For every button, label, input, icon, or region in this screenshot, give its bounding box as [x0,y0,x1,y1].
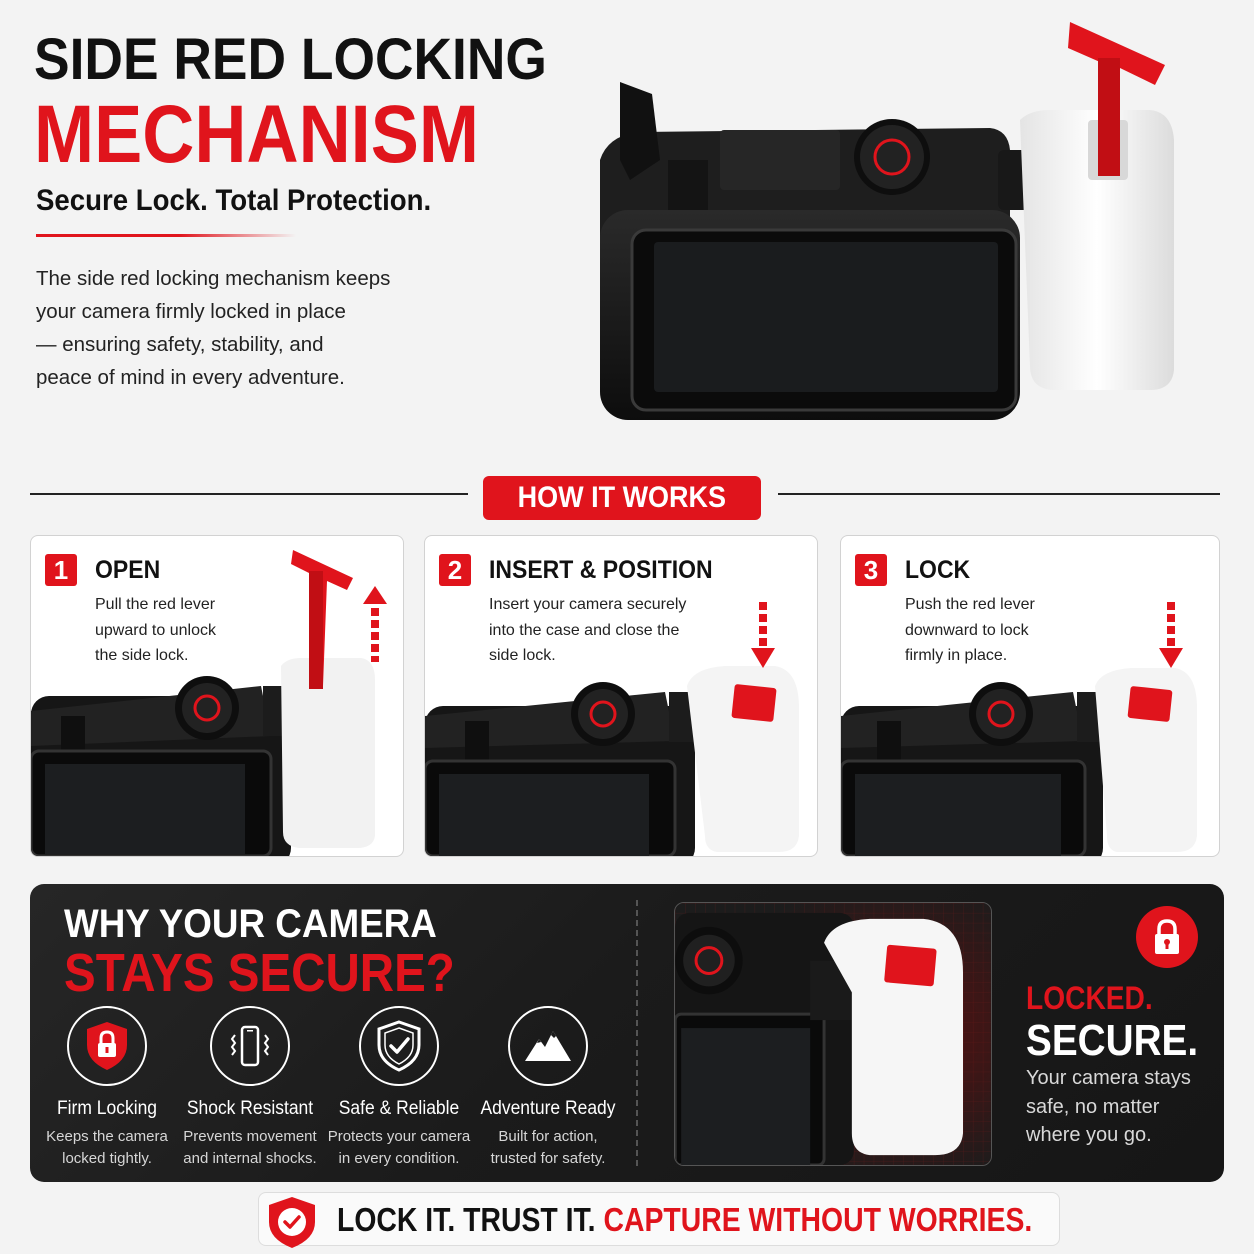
feature-description: Keeps the camera locked tightly. [32,1126,182,1170]
feature-shock-resistant: Shock Resistant Prevents movement and in… [175,1006,325,1170]
step-desc-line: Pull the red lever [95,596,216,613]
secure-label: SECURE. [1026,1016,1199,1065]
shield-check-icon [359,1006,439,1086]
feature-adventure-ready: Adventure Ready Built for action, truste… [473,1006,623,1170]
step-desc-line: firmly in place. [905,647,1008,664]
step-description: Push the red lever downward to lock firm… [905,592,1115,669]
step-1-illustration [31,550,387,856]
step-title: INSERT & POSITION [489,556,713,584]
secure-desc-line: Your camera stays [1026,1067,1191,1089]
step-title: LOCK [905,556,971,584]
step-description: Insert your camera securely into the cas… [489,592,729,669]
step-number-badge: 3 [855,554,887,586]
feature-firm-locking: Firm Locking Keeps the camera locked tig… [32,1006,182,1170]
feature-desc-line: in every condition. [338,1150,460,1167]
how-it-works-rule-right [778,493,1220,495]
feature-title: Adventure Ready [480,1098,616,1119]
feature-desc-line: Keeps the camera [46,1128,168,1145]
feature-title: Firm Locking [56,1098,158,1119]
step-description: Pull the red lever upward to unlock the … [95,592,305,669]
step-card-insert: 2 INSERT & POSITION Insert your camera s… [424,535,818,857]
intro-text: The side red locking mechanism keeps you… [36,262,416,394]
banner-text-part-2: CAPTURE WITHOUT WORRIES. [603,1201,1033,1238]
step-desc-line: upward to unlock [95,621,216,639]
how-it-works-label: HOW IT WORKS [483,476,761,520]
intro-line: peace of mind in every adventure. [36,366,345,389]
shield-check-icon [269,1197,315,1248]
feature-title: Safe & Reliable [338,1098,460,1119]
step-desc-line: the side lock. [95,647,189,664]
feature-desc-line: and internal shocks. [183,1150,317,1167]
step-3-illustration [841,602,1197,856]
padlock-icon [1136,906,1198,968]
feature-desc-line: Prevents movement [183,1128,317,1145]
secure-desc-line: safe, no matter [1026,1095,1160,1118]
step-desc-line: downward to lock [905,621,1029,639]
step-2-illustration [425,602,799,856]
intro-line: The side red locking mechanism keeps [36,267,391,290]
bottom-banner: LOCK IT. TRUST IT. CAPTURE WITHOUT WORRI… [258,1192,1060,1248]
why-title-line-1: WHY YOUR CAMERA [64,902,437,946]
step-card-open: 1 OPEN Pull the red lever upward to unlo… [30,535,404,857]
feature-description: Protects your camera in every condition. [324,1126,474,1170]
locked-camera-closeup-image [674,902,992,1166]
feature-title: Shock Resistant [186,1098,314,1119]
intro-line: your camera firmly locked in place [36,300,346,323]
feature-desc-line: locked tightly. [62,1150,152,1167]
step-number-badge: 2 [439,554,471,586]
feature-desc-line: Protects your camera [327,1128,471,1145]
why-title-line-2: STAYS SECURE? [64,943,455,1003]
subtitle: Secure Lock. Total Protection. [36,184,432,217]
intro-line: — ensuring safety, stability, and [36,333,324,356]
step-number-badge: 1 [45,554,77,586]
title-line-1: SIDE RED LOCKING [34,27,547,92]
shield-lock-icon [67,1006,147,1086]
feature-safe-reliable: Safe & Reliable Protects your camera in … [324,1006,474,1170]
hero-camera-image [600,22,1174,420]
banner-text-part-1: LOCK IT. TRUST IT. [337,1201,596,1238]
step-title: OPEN [95,556,161,584]
step-desc-line: Push the red lever [905,596,1035,613]
feature-desc-line: trusted for safety. [490,1150,606,1167]
panel-divider [636,900,638,1166]
subtitle-underline [36,234,296,237]
feature-description: Prevents movement and internal shocks. [175,1126,325,1170]
step-desc-line: side lock. [489,647,556,664]
step-desc-line: into the case and close the [489,621,680,639]
title-line-2: MECHANISM [34,89,479,180]
banner-text: LOCK IT. TRUST IT. CAPTURE WITHOUT WORRI… [337,1201,1032,1239]
how-it-works-rule-left [30,493,468,495]
secure-desc-line: where you go. [1026,1124,1152,1146]
step-desc-line: Insert your camera securely [489,596,687,613]
mountain-icon [508,1006,588,1086]
feature-description: Built for action, trusted for safety. [473,1126,623,1170]
feature-desc-line: Built for action, [498,1128,598,1145]
phone-vibrate-icon [210,1006,290,1086]
secure-description: Your camera stays safe, no matter where … [1026,1064,1206,1150]
step-card-lock: 3 LOCK Push the red lever downward to lo… [840,535,1220,857]
locked-label: LOCKED. [1026,980,1153,1016]
